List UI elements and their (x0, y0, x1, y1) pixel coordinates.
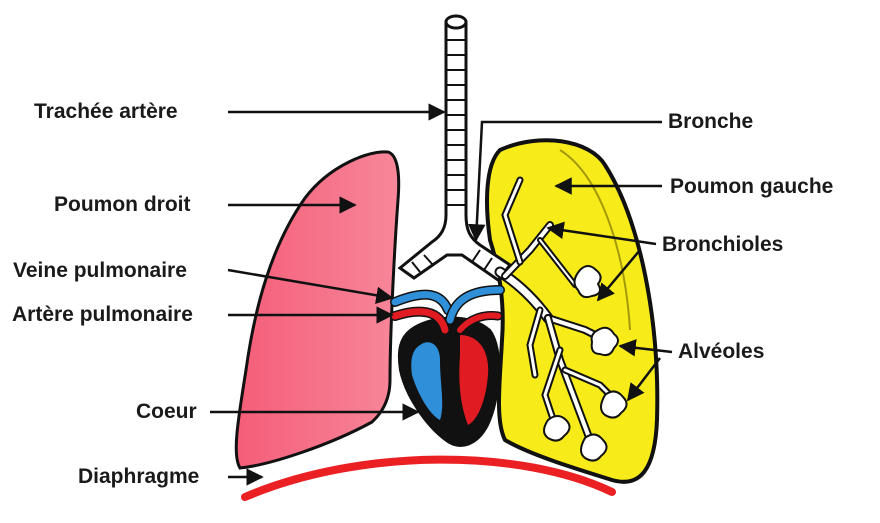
right-lung (236, 152, 398, 468)
label-alveoles: Alvéoles (678, 341, 764, 362)
pulmonary-vessels (395, 290, 500, 330)
label-poumon-gauche: Poumon gauche (670, 176, 833, 197)
label-artere-pulmonaire: Artère pulmonaire (12, 304, 193, 325)
heart (399, 318, 499, 446)
label-bronchioles: Bronchioles (662, 234, 783, 255)
label-coeur: Coeur (136, 401, 197, 422)
label-trachee: Trachée artère (34, 101, 178, 122)
label-veine-pulmonaire: Veine pulmonaire (13, 260, 187, 281)
label-bronche: Bronche (668, 111, 753, 132)
label-poumon-droit: Poumon droit (54, 194, 190, 215)
diaphragm-curve (245, 460, 612, 497)
label-diaphragme: Diaphragme (78, 466, 199, 487)
